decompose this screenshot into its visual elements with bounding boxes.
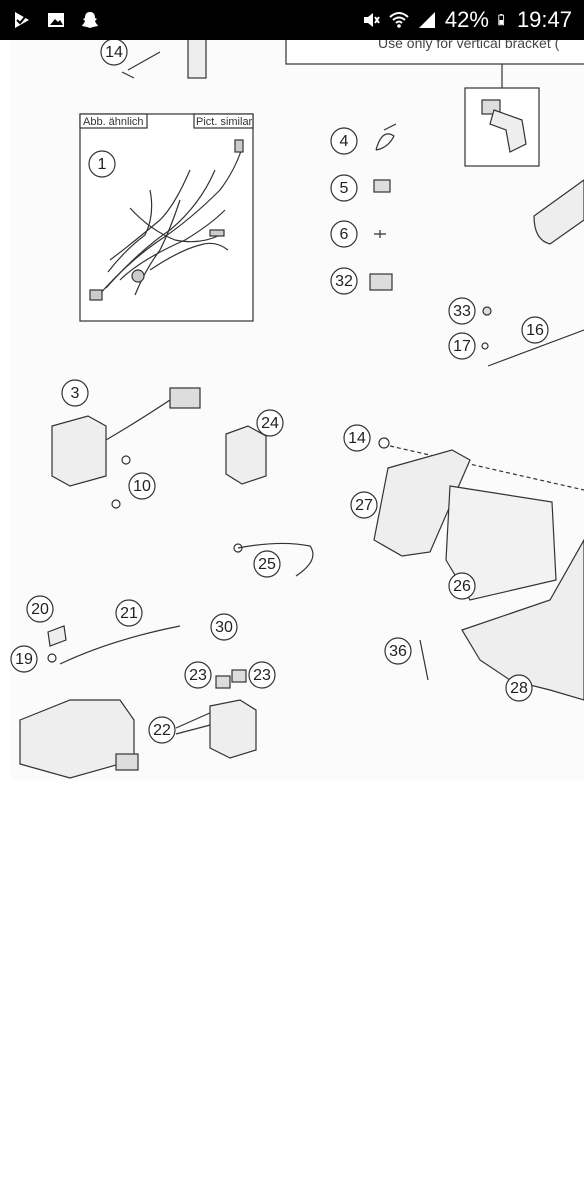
callout-32: 32 [335,273,353,290]
callout-30: 30 [215,619,233,636]
callout-4: 4 [340,133,349,150]
play-check-icon [15,12,29,28]
callout-36: 36 [389,643,407,660]
inset-label-right: Pict. similar [196,116,253,128]
image-icon [48,13,64,27]
callout-25: 25 [258,556,276,573]
callout-24: 24 [261,415,279,432]
callout-labels: 14 1 4 5 6 32 33 17 16 3 24 10 14 27 26 … [15,44,544,739]
callout-28: 28 [510,680,528,697]
parts-diagram-svg: Use only for vertical bracket ( Abb. ähn… [10,35,584,779]
header-text: Use only for vertical bracket ( [378,40,560,51]
clock-time: 19:47 [516,7,572,32]
callout-1: 1 [98,156,107,173]
signal-icon [418,12,435,28]
callout-10: 10 [133,478,151,495]
callout-20: 20 [31,601,49,618]
callout-19: 19 [15,651,33,668]
callout-5: 5 [340,180,349,197]
status-right-icons: 42% 19:47 [361,7,572,33]
parts-diagram[interactable]: Use only for vertical bracket ( Abb. ähn… [10,35,584,780]
callout-3: 3 [71,385,80,402]
callout-27: 27 [355,497,373,514]
battery-icon [498,14,504,26]
callout-14-top: 14 [105,44,123,61]
wifi-icon [389,12,409,28]
callout-26: 26 [453,578,471,595]
callout-16: 16 [526,322,544,339]
callout-23-left: 23 [189,667,207,684]
callout-21: 21 [120,605,138,622]
battery-percent: 42% [444,7,489,32]
callout-22: 22 [153,722,171,739]
callout-23-right: 23 [253,667,271,684]
status-left-icons [12,10,100,30]
inset-label-left: Abb. ähnlich [83,116,144,128]
callout-33: 33 [453,303,471,320]
snapchat-icon [82,12,98,28]
status-bar: 42% 19:47 [0,0,584,40]
mute-icon [363,13,380,27]
callout-6: 6 [340,226,349,243]
callout-17: 17 [453,338,471,355]
callout-14-mid: 14 [348,430,366,447]
